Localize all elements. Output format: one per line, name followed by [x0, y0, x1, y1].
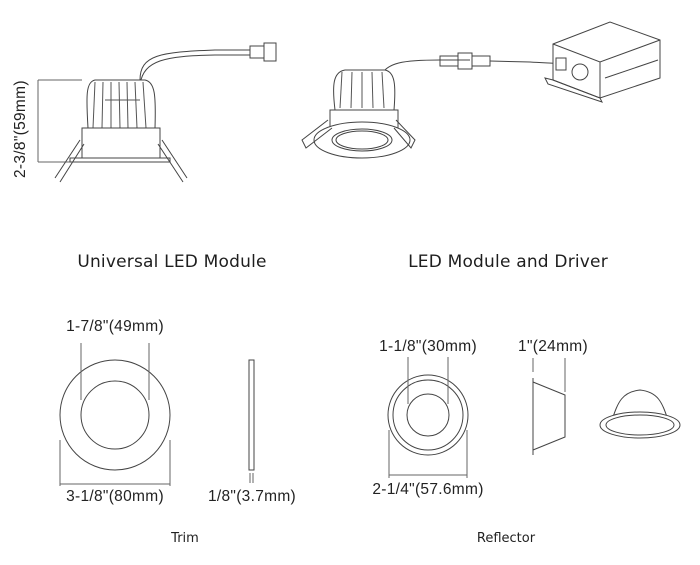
reflector-3d-view — [599, 389, 681, 439]
module-height-dimension: 2-3/8"(59mm) — [12, 80, 29, 178]
reflector-depth-dimension: 1"(24mm) — [518, 338, 588, 355]
universal-led-module-title: Universal LED Module — [77, 252, 267, 272]
reflector-outer-dimension: 2-1/4"(57.6mm) — [372, 481, 484, 498]
trim-caption: Trim — [171, 531, 199, 546]
reflector-caption: Reflector — [476, 531, 536, 546]
trim-inner-dimension: 1-7/8"(49mm) — [66, 318, 164, 335]
trim-side-view — [248, 359, 255, 483]
led-module-driver-title: LED Module and Driver — [408, 252, 608, 272]
led-module-and-driver-drawing — [301, 21, 661, 159]
reflector-front-view — [387, 357, 469, 478]
trim-front-view — [59, 343, 171, 486]
reflector-inner-dimension: 1-1/8"(30mm) — [379, 338, 477, 355]
reflector-side-view — [532, 358, 566, 455]
universal-led-module-drawing — [37, 42, 277, 183]
trim-thickness-dimension: 1/8"(3.7mm) — [207, 488, 297, 505]
trim-outer-dimension: 3-1/8"(80mm) — [66, 488, 164, 505]
